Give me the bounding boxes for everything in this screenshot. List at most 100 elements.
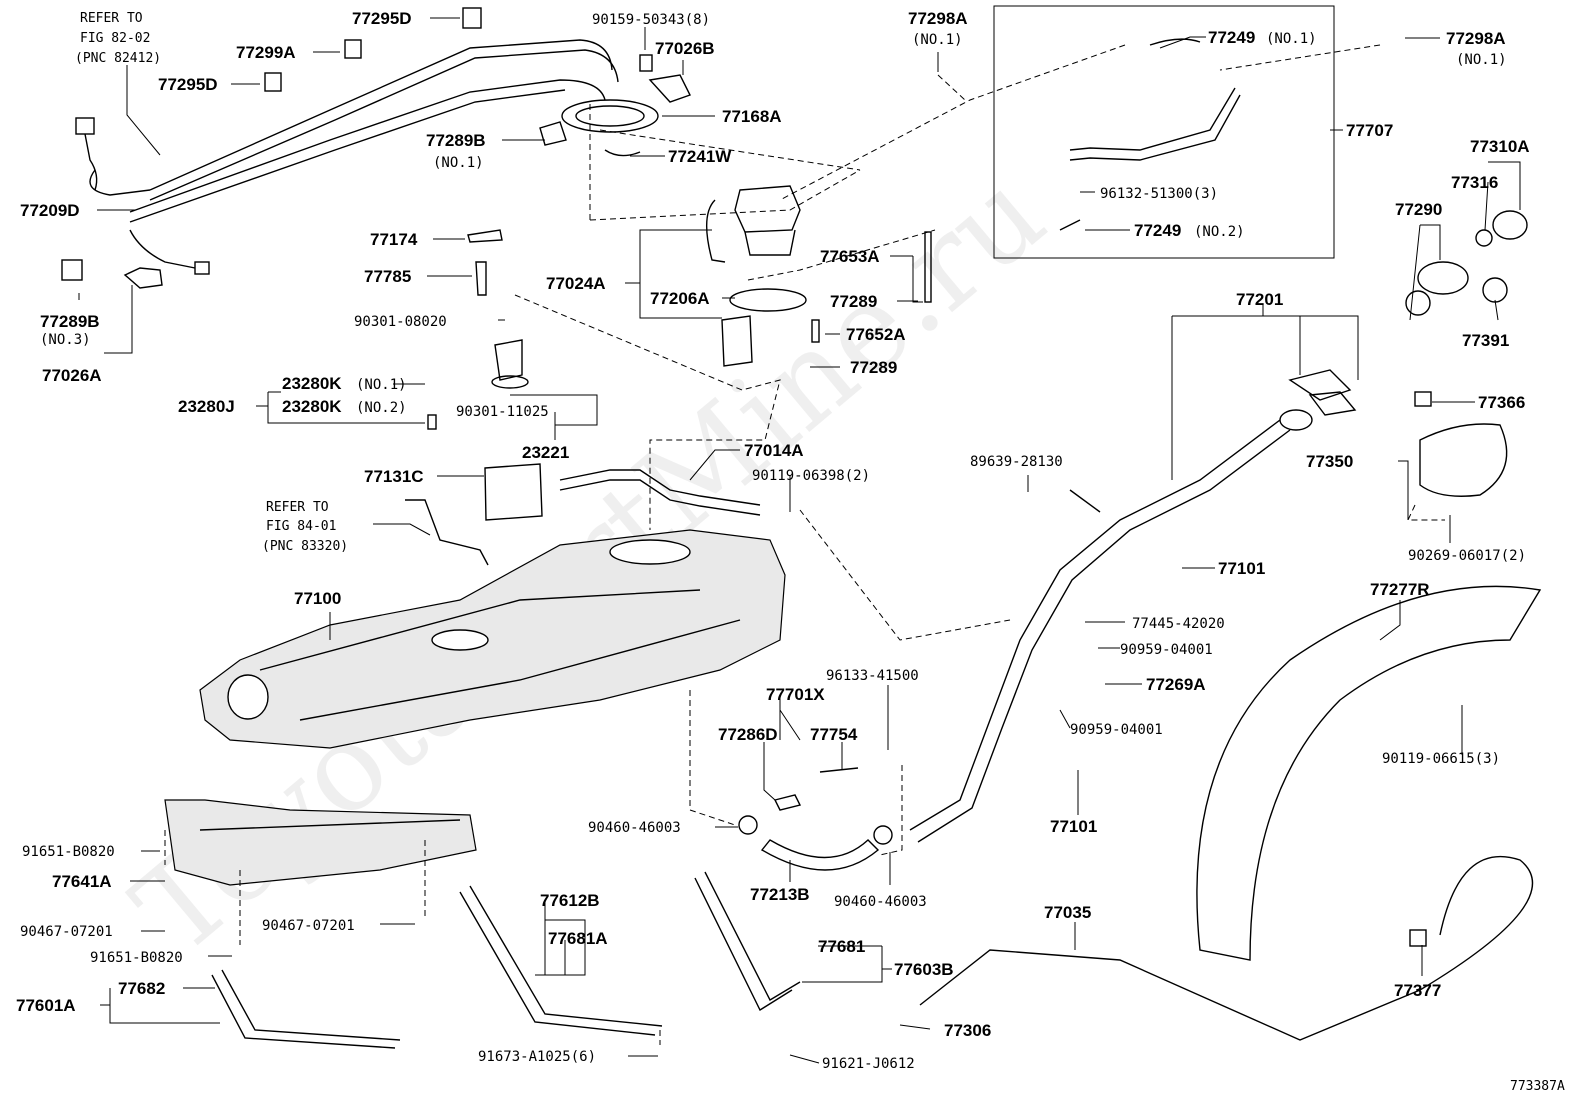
label-90119-06398: 90119-06398(2) — [752, 468, 870, 484]
label-90467-07201-a: 90467-07201 — [20, 924, 113, 940]
label-77316: 77316 — [1451, 173, 1498, 192]
label-77269A: 77269A — [1146, 675, 1206, 694]
fuel-pump-assembly — [427, 185, 932, 521]
label-96133-41500: 96133-41500 — [826, 668, 919, 684]
label-77377: 77377 — [1394, 981, 1441, 1000]
label-23280K-no1: 23280K — [282, 374, 342, 393]
label-91651-B0820-b: 91651-B0820 — [90, 950, 183, 966]
label-89639-28130: 89639-28130 — [970, 454, 1063, 470]
fuel-lines-top — [75, 39, 619, 289]
label-77707: 77707 — [1346, 121, 1393, 140]
filler-pipe-77201 — [909, 369, 1357, 843]
hose-77213B — [738, 767, 893, 871]
label-23221: 23221 — [522, 443, 569, 462]
label-77445-42020: 77445-42020 — [1132, 616, 1225, 632]
fuel-tank-77100 — [199, 499, 786, 749]
label-77290: 77290 — [1395, 200, 1442, 219]
label-90301-08020: 90301-08020 — [354, 314, 447, 330]
label-90159-50343: 90159-50343(8) — [592, 12, 710, 28]
label-77682: 77682 — [118, 979, 165, 998]
label-90301-11025: 90301-11025 — [456, 404, 549, 420]
label-90460-46003-b: 90460-46003 — [834, 894, 927, 910]
label-77286D: 77286D — [718, 725, 778, 744]
label-23280K-no1-note: (NO.1) — [356, 377, 407, 393]
label-77652A: 77652A — [846, 325, 906, 344]
reference-notes: REFER TO FIG 82-02 (PNC 82412) REFER TO … — [75, 11, 348, 554]
label-90460-46003-a: 90460-46003 — [588, 820, 681, 836]
label-77249-no2: 77249 — [1134, 221, 1181, 240]
label-77350: 77350 — [1306, 452, 1353, 471]
label-77249-no1-note: (NO.1) — [1266, 31, 1317, 47]
leader-lines — [78, 17, 1521, 1064]
label-77168A: 77168A — [722, 107, 782, 126]
label-77101-b: 77101 — [1050, 817, 1097, 836]
fuel-lid-cable-77035 — [919, 855, 1534, 1041]
label-77100: 77100 — [294, 589, 341, 608]
label-77201: 77201 — [1236, 290, 1283, 309]
label-77295D-b: 77295D — [158, 75, 218, 94]
label-77289-b: 77289 — [850, 358, 897, 377]
lower-protector-77641A — [164, 799, 477, 886]
label-77014A: 77014A — [744, 441, 804, 460]
label-90959-04001-a: 90959-04001 — [1120, 642, 1213, 658]
label-77310A: 77310A — [1470, 137, 1530, 156]
label-77289B-no3-note: (NO.3) — [40, 332, 91, 348]
label-77298A-right-note: (NO.1) — [1456, 52, 1507, 68]
label-77603B: 77603B — [894, 960, 954, 979]
label-77306: 77306 — [944, 1021, 991, 1040]
dashed-leaders — [164, 44, 1445, 1045]
label-77024A: 77024A — [546, 274, 606, 293]
label-77298A-left: 77298A — [908, 9, 968, 28]
label-96132-51300: 96132-51300(3) — [1100, 186, 1218, 202]
diagram-code: 773387A — [1510, 1079, 1565, 1094]
label-77785: 77785 — [364, 267, 411, 286]
label-90959-04001-b: 90959-04001 — [1070, 722, 1163, 738]
ref1-line3: (PNC 82412) — [75, 51, 161, 66]
label-91651-B0820-a: 91651-B0820 — [22, 844, 115, 860]
label-77701X: 77701X — [766, 685, 825, 704]
ref2-line2: FIG 84-01 — [266, 519, 336, 534]
label-23280K-no2-note: (NO.2) — [356, 400, 407, 416]
label-77298A-left-note: (NO.1) — [912, 32, 963, 48]
label-77035: 77035 — [1044, 903, 1091, 922]
label-77681A: 77681A — [548, 929, 608, 948]
label-77641A: 77641A — [52, 872, 112, 891]
label-77295D-a: 77295D — [352, 9, 412, 28]
label-77681: 77681 — [818, 937, 865, 956]
label-77209D: 77209D — [20, 201, 80, 220]
label-77601A: 77601A — [16, 996, 76, 1015]
part-labels: 77295D 77299A 77295D 77209D 77289B (NO.3… — [16, 9, 1530, 1072]
label-77026A: 77026A — [42, 366, 102, 385]
label-77289B-no3: 77289B — [40, 312, 100, 331]
label-77289B-no1-note: (NO.1) — [433, 155, 484, 171]
label-23280J: 23280J — [178, 397, 235, 416]
label-77213B: 77213B — [750, 885, 810, 904]
label-90467-07201-b: 90467-07201 — [262, 918, 355, 934]
ref1-line2: FIG 82-02 — [80, 31, 150, 46]
label-77391: 77391 — [1462, 331, 1509, 350]
label-90119-06615: 90119-06615(3) — [1382, 751, 1500, 767]
label-90269-06017: 90269-06017(2) — [1408, 548, 1526, 564]
fender-liner-77277R — [1196, 585, 1542, 961]
label-77289-a: 77289 — [830, 292, 877, 311]
label-77298A-right: 77298A — [1446, 29, 1506, 48]
clip-77295D-top — [61, 7, 482, 281]
fuel-door-77350 — [1414, 391, 1508, 497]
label-77289B-no1: 77289B — [426, 131, 486, 150]
label-77131C: 77131C — [364, 467, 424, 486]
label-77249-no1: 77249 — [1208, 28, 1255, 47]
label-91673-A1025: 91673-A1025(6) — [478, 1049, 596, 1065]
label-77299A: 77299A — [236, 43, 296, 62]
label-77754: 77754 — [810, 725, 858, 744]
label-77101-a: 77101 — [1218, 559, 1265, 578]
label-77241W: 77241W — [668, 147, 732, 166]
label-91621-J0612: 91621-J0612 — [822, 1056, 915, 1072]
ref1-line1: REFER TO — [80, 11, 143, 26]
label-77653A: 77653A — [820, 247, 880, 266]
label-77366: 77366 — [1478, 393, 1525, 412]
label-77249-no2-note: (NO.2) — [1194, 224, 1245, 240]
label-77174: 77174 — [370, 230, 418, 249]
group-box-77707 — [993, 5, 1335, 259]
label-77612B: 77612B — [540, 891, 600, 910]
